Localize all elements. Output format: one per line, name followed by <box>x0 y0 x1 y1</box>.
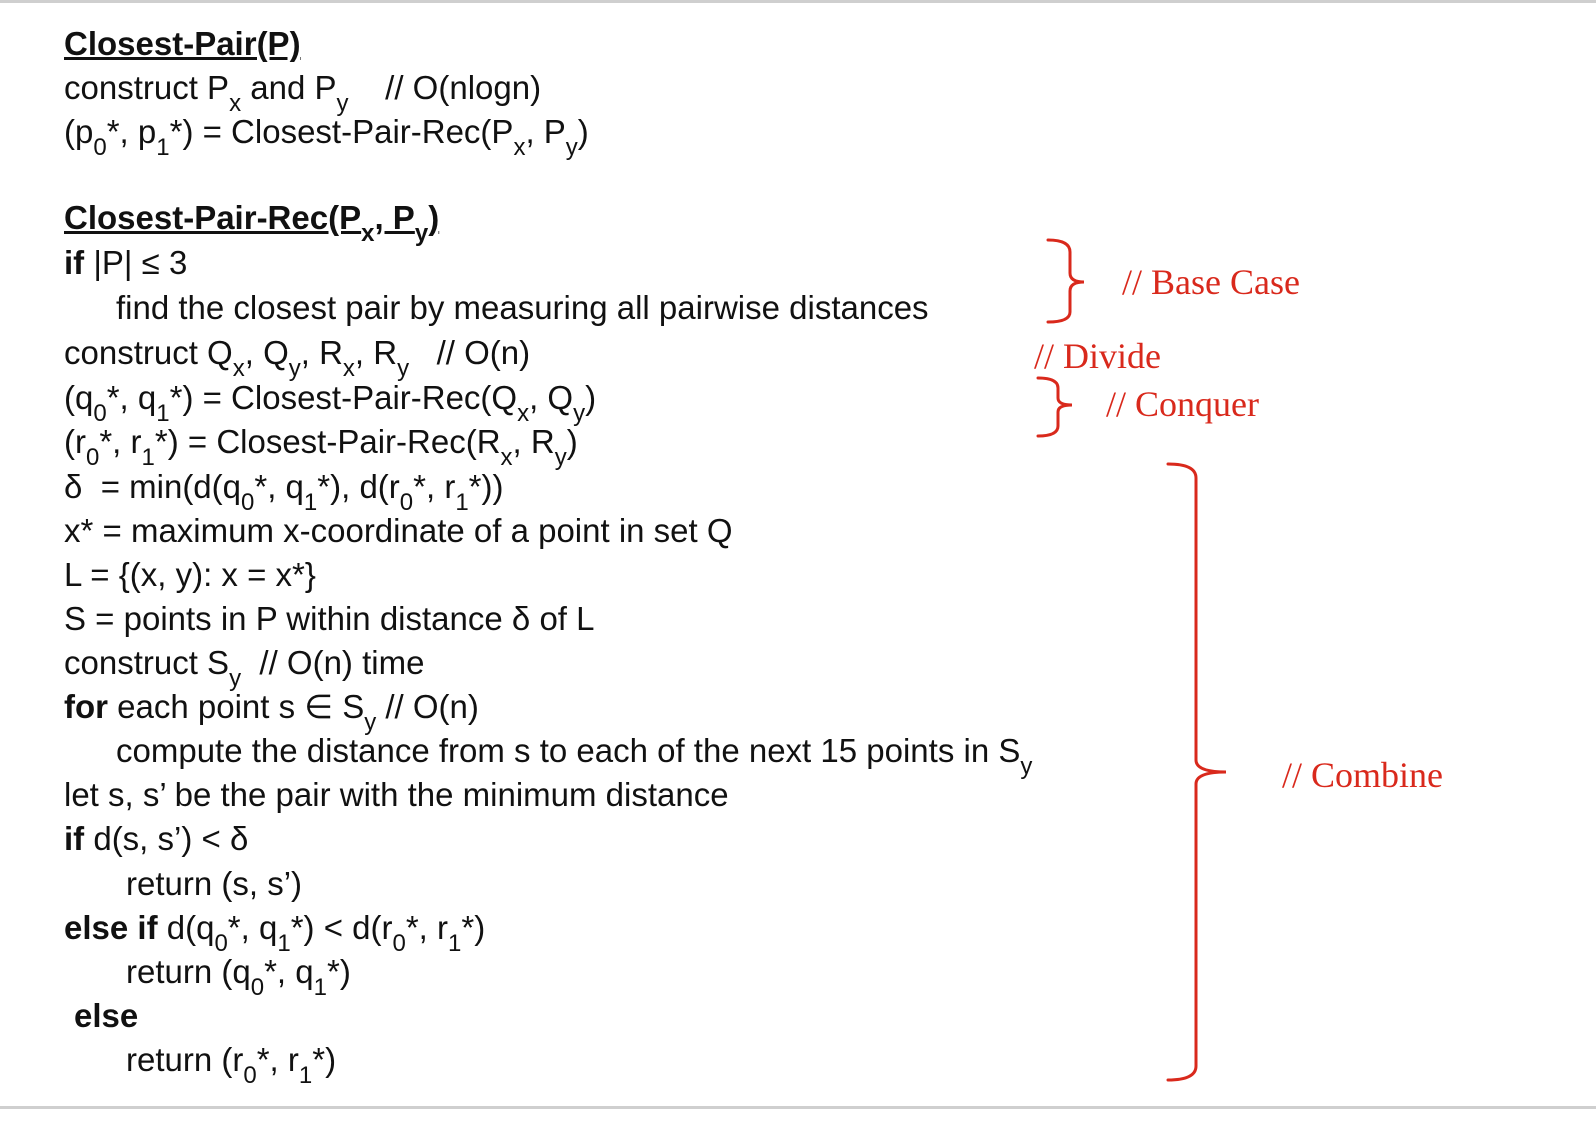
line-construct-qr: construct Qx, Qy, Rx, Ry // O(n) <box>64 334 531 382</box>
procedure-heading-closest-pair: Closest-Pair(P) <box>64 25 301 62</box>
annotation-divide: // Divide <box>1034 336 1161 376</box>
line-return-s-pair: return (s, s’) <box>126 865 303 902</box>
bottom-border <box>0 1106 1596 1109</box>
annotation-base-case: // Base Case <box>1122 262 1300 302</box>
line-define-L: L = {(x, y): x = x*} <box>64 556 316 593</box>
line-else: else <box>74 997 139 1034</box>
line-x-star: x* = maximum x-coordinate of a point in … <box>64 512 733 549</box>
top-border <box>0 0 1596 3</box>
line-let-pair: let s, s’ be the pair with the minimum d… <box>64 776 729 813</box>
procedure-heading-closest-pair-rec: Closest-Pair-Rec(Px, Py) <box>64 199 440 247</box>
line-if-less-delta: if d(s, s’) < δ <box>64 820 249 857</box>
line-construct-px-py: construct Px and Py // O(nlogn) <box>64 69 542 117</box>
line-for-each-point: for each point s ∈ Sy // O(n) <box>64 688 479 736</box>
line-call-closest-pair-rec: (p0*, p1*) = Closest-Pair-Rec(Px, Py) <box>64 113 589 161</box>
line-construct-sy: construct Sy // O(n) time <box>64 644 425 692</box>
line-if-base: if |P| ≤ 3 <box>64 244 188 281</box>
line-find-closest-pair: find the closest pair by measuring all p… <box>116 289 929 326</box>
line-else-if: else if d(q0*, q1*) < d(r0*, r1*) <box>64 909 486 957</box>
line-return-q-pair: return (q0*, q1*) <box>126 953 351 1001</box>
line-recurse-q: (q0*, q1*) = Closest-Pair-Rec(Qx, Qy) <box>64 379 597 427</box>
line-recurse-r: (r0*, r1*) = Closest-Pair-Rec(Rx, Ry) <box>64 423 578 471</box>
line-compute-distance: compute the distance from s to each of t… <box>116 732 1033 780</box>
annotation-conquer: // Conquer <box>1106 384 1259 424</box>
line-return-r-pair: return (r0*, r1*) <box>126 1041 337 1089</box>
line-define-S: S = points in P within distance δ of L <box>64 600 595 637</box>
line-delta-min: δ = min(d(q0*, q1*), d(r0*, r1*)) <box>64 468 504 516</box>
annotation-combine: // Combine <box>1282 755 1443 795</box>
